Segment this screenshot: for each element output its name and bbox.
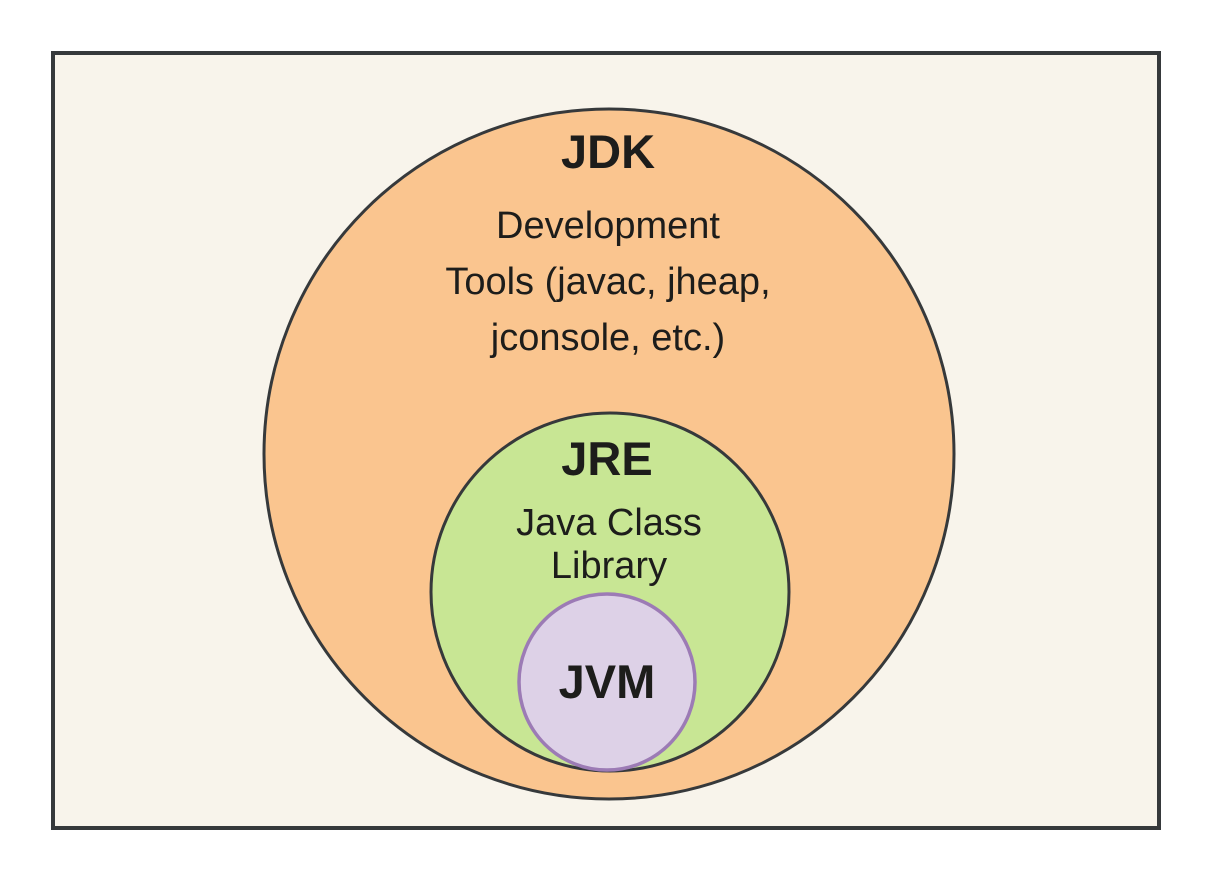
jvm-circle: [517, 592, 697, 772]
jre-description-line-2: Library: [551, 545, 667, 587]
jre-description-line-1: Java Class: [516, 502, 702, 544]
jre-label: JRE: [561, 432, 652, 485]
jdk-description-line-1: Development: [496, 205, 720, 247]
jdk-label: JDK: [561, 125, 655, 178]
jvm-label: JVM: [559, 655, 656, 708]
jdk-description-line-3: jconsole, etc.): [490, 317, 725, 359]
jdk-description-line-2: Tools (javac, jheap,: [445, 261, 770, 303]
